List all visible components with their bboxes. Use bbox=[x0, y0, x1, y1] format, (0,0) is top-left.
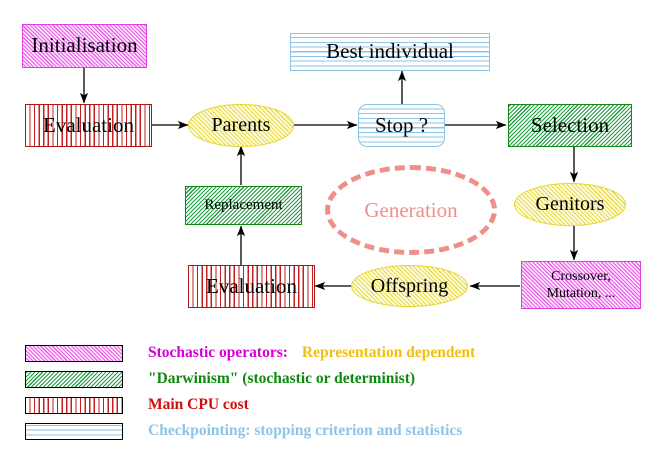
node-crossover-mutation[interactable]: Crossover, Mutation, ... bbox=[521, 261, 641, 309]
legend-row-checkpointing: Checkpointing: stopping criterion and st… bbox=[0, 418, 662, 444]
node-best-individual[interactable]: Best individual bbox=[290, 33, 490, 71]
node-initialisation[interactable]: Initialisation bbox=[22, 24, 147, 68]
legend-swatch-blue bbox=[25, 422, 123, 440]
node-parents[interactable]: Parents bbox=[188, 104, 294, 147]
node-evaluation-top[interactable]: Evaluation bbox=[25, 104, 152, 147]
legend-text-main-cpu-cost: Main CPU cost bbox=[148, 396, 249, 413]
node-generation-group: Generation bbox=[325, 165, 497, 255]
legend: Stochastic operators: Representation depe… bbox=[0, 340, 662, 444]
node-crossover-mutation-label-line1: Crossover, bbox=[551, 268, 611, 284]
node-selection-label: Selection bbox=[530, 112, 610, 137]
node-initialisation-label: Initialisation bbox=[31, 33, 138, 58]
legend-row-stochastic-operators: Stochastic operators: Representation depe… bbox=[0, 340, 662, 366]
legend-row-darwinism: "Darwinism" (stochastic or determinist) bbox=[0, 366, 662, 392]
legend-label-stochastic-operators: Stochastic operators: Representation depe… bbox=[148, 344, 475, 362]
node-evaluation-bottom[interactable]: Evaluation bbox=[188, 265, 315, 308]
node-stop-label: Stop ? bbox=[374, 112, 429, 137]
node-parents-label: Parents bbox=[211, 114, 271, 137]
legend-row-main-cpu-cost: Main CPU cost bbox=[0, 392, 662, 418]
legend-swatch-magenta bbox=[25, 344, 123, 362]
node-generation-label: Generation bbox=[364, 197, 458, 222]
legend-text-stochastic-operators: Stochastic operators: bbox=[148, 344, 288, 361]
node-selection[interactable]: Selection bbox=[508, 104, 632, 147]
node-evaluation-top-label: Evaluation bbox=[43, 112, 134, 137]
node-best-individual-label: Best individual bbox=[326, 39, 454, 64]
legend-swatch-green bbox=[25, 370, 123, 388]
node-replacement[interactable]: Replacement bbox=[185, 186, 302, 225]
legend-text-checkpointing: Checkpointing: stopping criterion and st… bbox=[148, 422, 463, 439]
node-genitors[interactable]: Genitors bbox=[514, 183, 626, 226]
node-crossover-mutation-label-line2: Mutation, ... bbox=[546, 286, 616, 301]
node-genitors-label: Genitors bbox=[535, 193, 605, 216]
node-evaluation-bottom-label: Evaluation bbox=[206, 273, 297, 298]
node-replacement-label: Replacement bbox=[204, 196, 283, 213]
legend-text-darwinism: "Darwinism" (stochastic or determinist) bbox=[148, 370, 416, 387]
legend-swatch-red bbox=[25, 396, 123, 414]
legend-text-representation-dependent: Representation dependent bbox=[301, 344, 476, 361]
node-offspring[interactable]: Offspring bbox=[351, 265, 468, 307]
node-offspring-label: Offspring bbox=[370, 274, 449, 297]
node-stop[interactable]: Stop ? bbox=[358, 104, 445, 147]
